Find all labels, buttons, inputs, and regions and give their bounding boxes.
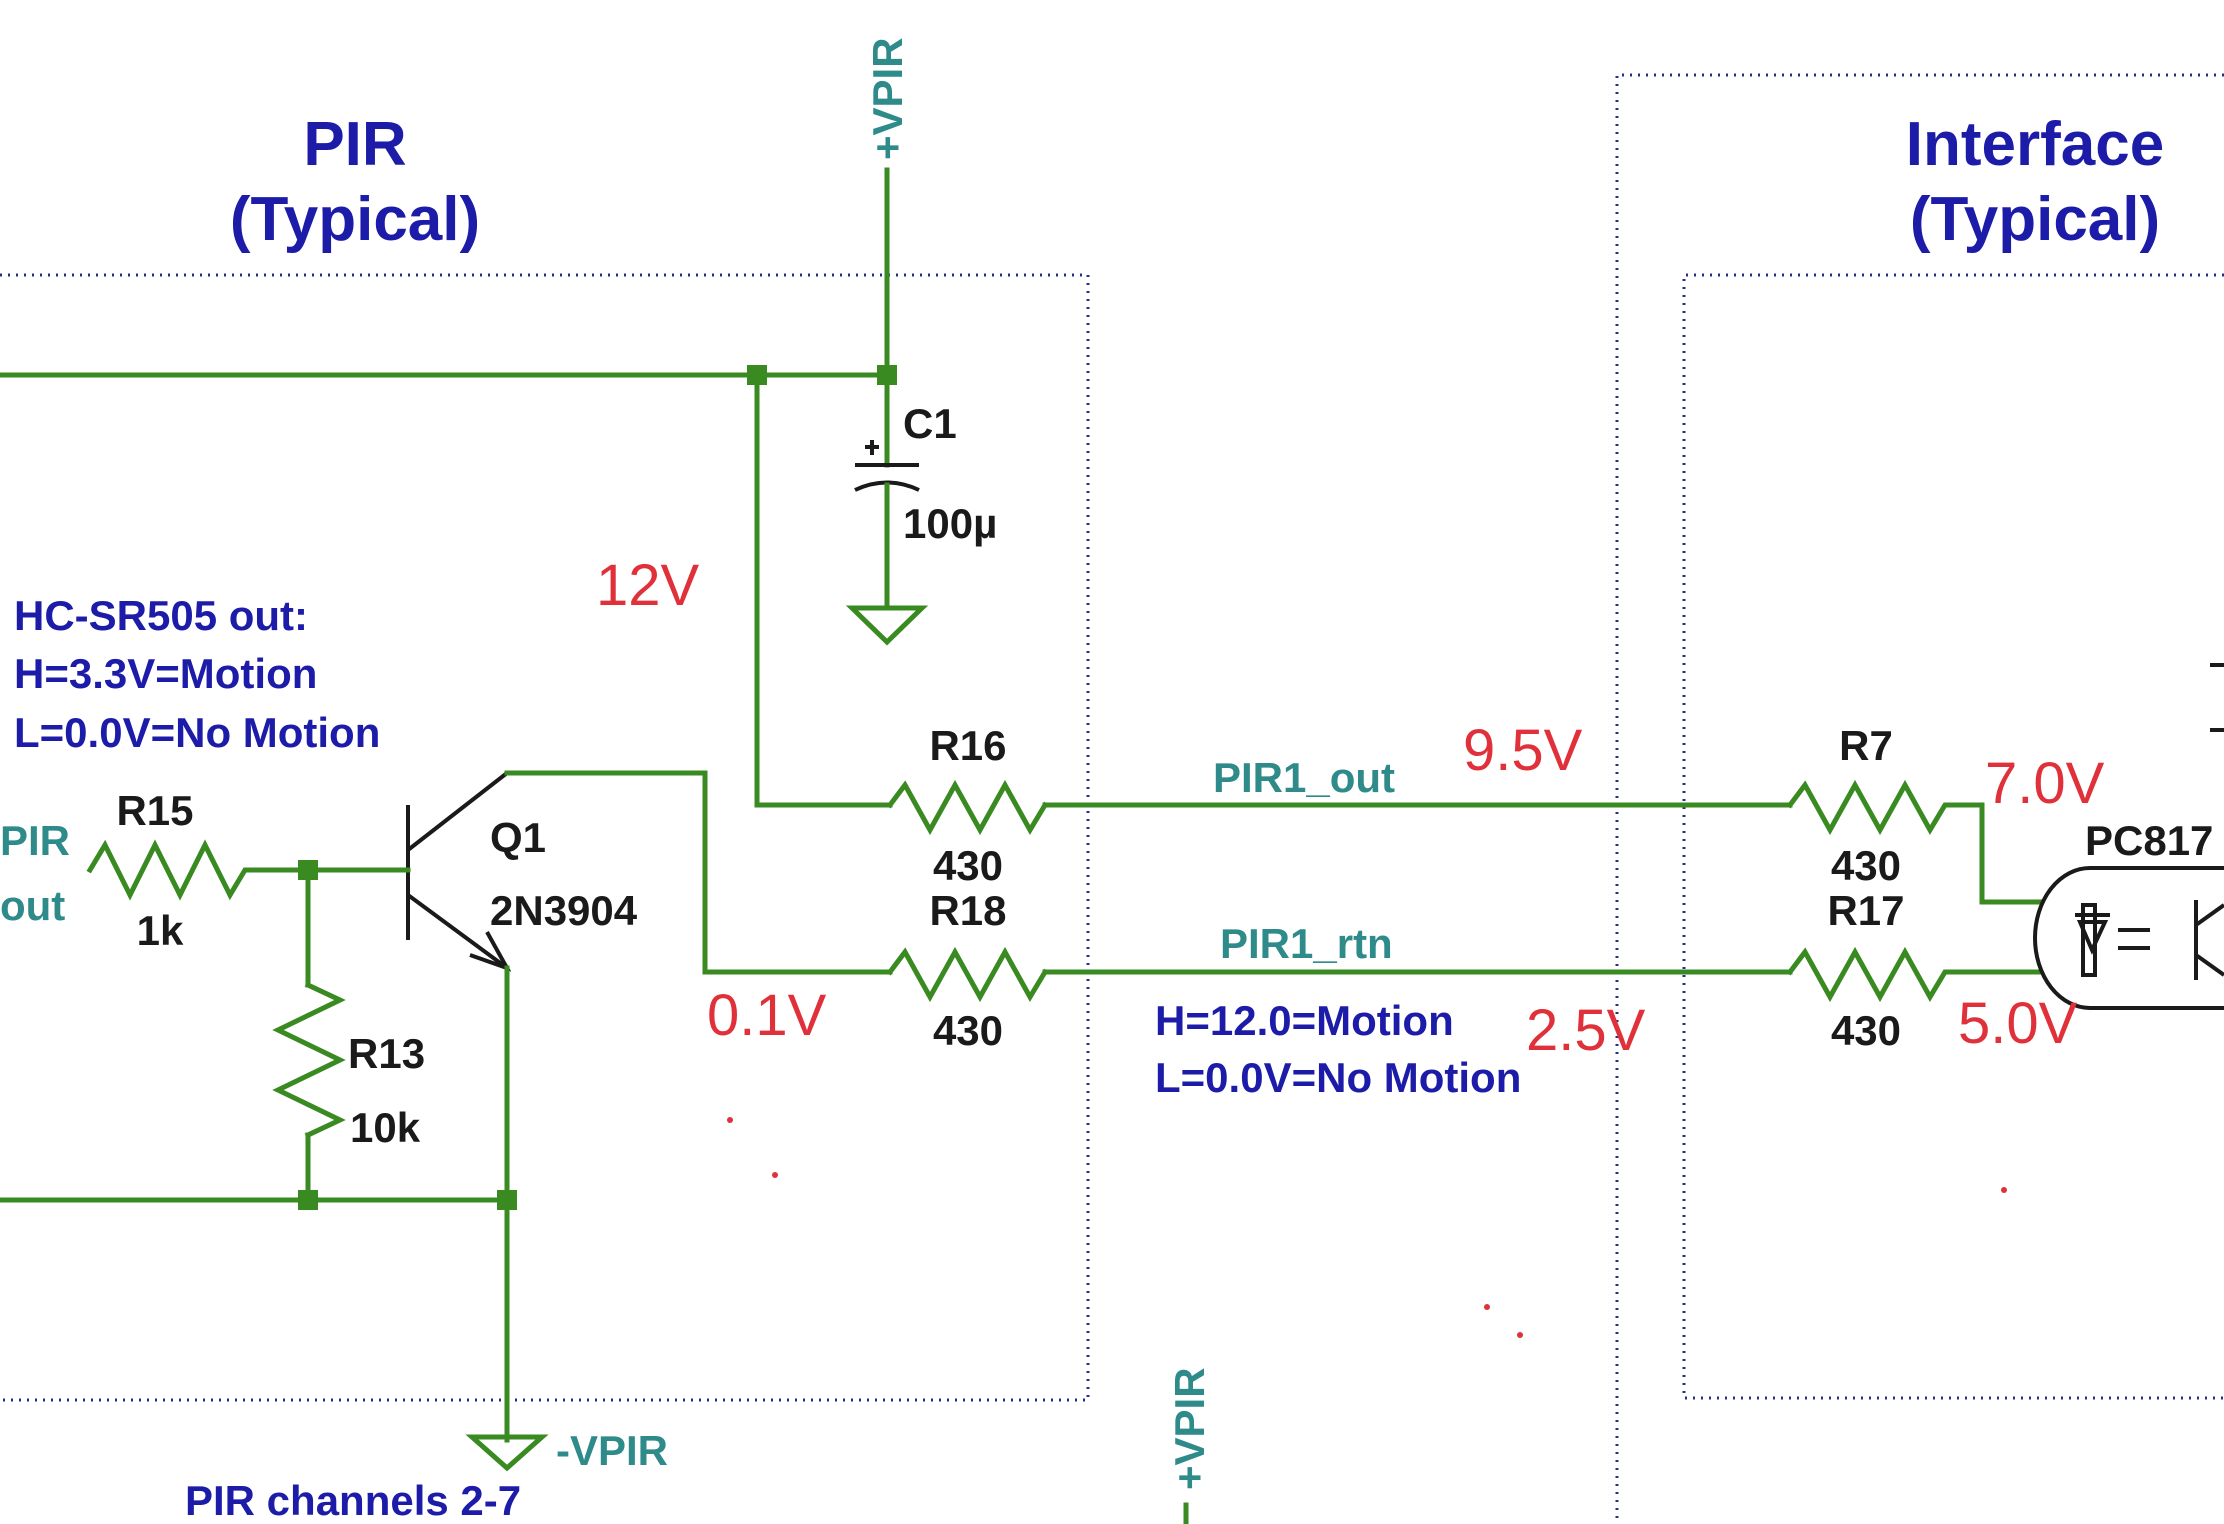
optocoupler-pc817: [2033, 663, 2224, 1010]
r15-ref: R15: [116, 787, 193, 834]
q1-part: 2N3904: [490, 887, 638, 934]
pir-block-boundary: [0, 273, 1090, 1402]
resistor-r13: [272, 867, 346, 1203]
pir-subtitle: (Typical): [230, 185, 480, 254]
voltage-5-0v: 5.0V: [1958, 991, 2078, 1056]
pir-title: PIR: [303, 110, 406, 179]
voltage-2-5v: 2.5V: [1526, 998, 1646, 1063]
capacitor-c1: [845, 372, 929, 646]
voltage-12v: 12V: [596, 553, 700, 618]
pir-input-label: PIR: [0, 817, 70, 864]
vpir-neg-label: -VPIR: [556, 1427, 668, 1474]
r13-value: 10k: [350, 1104, 421, 1151]
vpir-bottom-label: +VPIR: [1166, 1367, 1213, 1490]
interface-outer-boundary: [1615, 73, 2224, 1524]
stray-marks: [727, 1117, 2007, 1338]
r13-ref: R13: [348, 1030, 425, 1077]
resistor-r7: [1786, 779, 2043, 905]
junction-dot: [497, 1190, 517, 1210]
r18-value: 430: [933, 1007, 1003, 1054]
sensor-note-high: H=3.3V=Motion: [14, 650, 317, 697]
r17-ref: R17: [1827, 887, 1904, 934]
r7-value: 430: [1831, 842, 1901, 889]
voltage-9-5v: 9.5V: [1463, 718, 1583, 783]
supply-wiring: [0, 167, 893, 808]
r16-value: 430: [933, 842, 1003, 889]
voltage-7-0v: 7.0V: [1985, 751, 2105, 816]
pc817-ref: PC817: [2085, 817, 2213, 864]
pir1-rtn-label: PIR1_rtn: [1220, 920, 1393, 967]
line-note-low: L=0.0V=No Motion: [1155, 1054, 1521, 1101]
resistor-r18: [504, 770, 1793, 1003]
channels-note: PIR channels 2-7: [185, 1477, 521, 1524]
q1-ref: Q1: [490, 814, 546, 861]
r18-ref: R18: [929, 887, 1006, 934]
sensor-note-title: HC-SR505 out:: [14, 592, 308, 639]
resistor-r15: [86, 839, 411, 901]
r17-value: 430: [1831, 1007, 1901, 1054]
c1-value: 100µ: [903, 500, 997, 547]
interface-title: Interface: [1906, 110, 2164, 179]
junction-dot: [747, 365, 767, 385]
sensor-note-low: L=0.0V=No Motion: [14, 709, 380, 756]
r15-value: 1k: [137, 907, 184, 954]
r16-ref: R16: [929, 722, 1006, 769]
pir1-out-label: PIR1_out: [1213, 754, 1395, 801]
transistor-q1: [406, 770, 512, 1443]
c1-ref: C1: [903, 400, 957, 447]
pir-input-label-2: out: [0, 882, 65, 929]
voltage-0-1v: 0.1V: [707, 983, 827, 1048]
ground-rail: [0, 1197, 549, 1472]
r7-ref: R7: [1839, 722, 1893, 769]
line-note-high: H=12.0=Motion: [1155, 997, 1454, 1044]
resistor-r16: [886, 779, 1793, 836]
vpir-top-label: +VPIR: [864, 37, 911, 160]
interface-subtitle: (Typical): [1910, 185, 2160, 254]
resistor-r17: [1786, 946, 2043, 1003]
junction-dot: [298, 1190, 318, 1210]
